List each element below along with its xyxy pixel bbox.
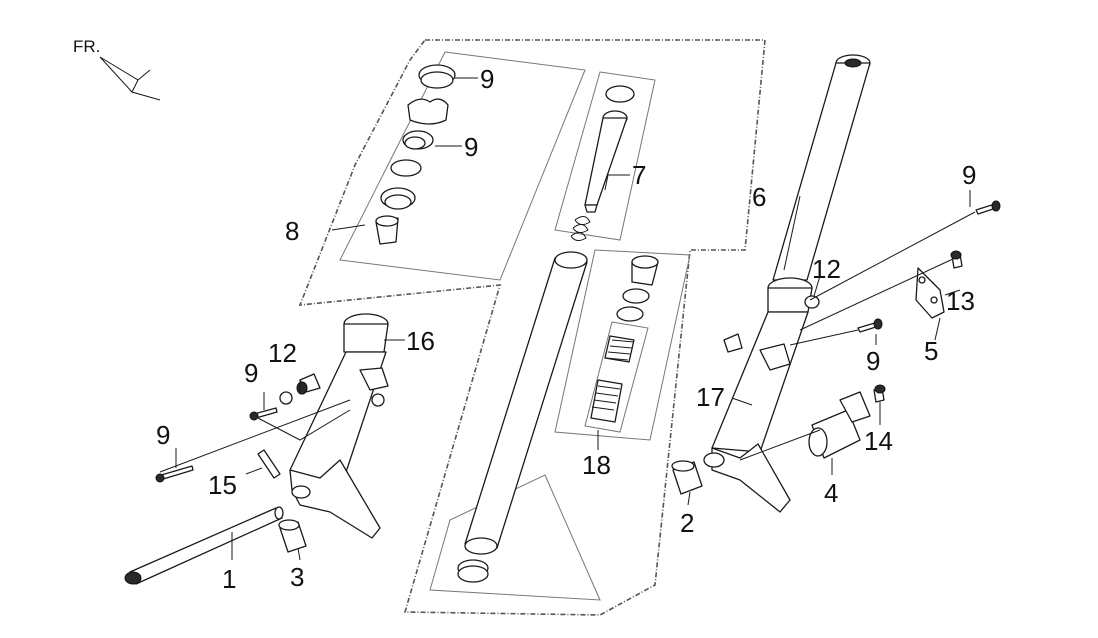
callout-6: 6 bbox=[752, 182, 766, 212]
callout-16: 16 bbox=[406, 326, 435, 356]
callout-15: 15 bbox=[208, 470, 237, 500]
speedometer-drive bbox=[808, 391, 871, 459]
callout-11: 9 bbox=[480, 64, 494, 94]
callout-18: 18 bbox=[582, 450, 611, 480]
spring-kit bbox=[590, 255, 659, 423]
right-bolts bbox=[804, 200, 1001, 403]
left-bolts bbox=[155, 381, 308, 483]
callout-5: 5 bbox=[924, 336, 938, 366]
inner-assembly-outline bbox=[298, 39, 766, 616]
brake-hose-bracket bbox=[915, 267, 945, 319]
leader-lines bbox=[159, 77, 976, 561]
front-axle bbox=[124, 506, 284, 585]
callout-12-right: 12 bbox=[812, 254, 841, 284]
front-direction-label: FR. bbox=[73, 37, 100, 56]
callout-9-right-upper: 9 bbox=[962, 160, 976, 190]
left-spacer bbox=[278, 519, 307, 553]
callout-10: 9 bbox=[464, 132, 478, 162]
callout-9-right-lower: 9 bbox=[866, 346, 880, 376]
callout-9-left-upper: 9 bbox=[244, 358, 258, 388]
callout-3: 3 bbox=[290, 562, 304, 592]
callout-12-left: 12 bbox=[268, 338, 297, 368]
damper-rod bbox=[570, 85, 635, 242]
damper-rod-box bbox=[554, 71, 656, 241]
seal-kit-parts bbox=[375, 64, 456, 245]
callout-9-left-lower: 9 bbox=[156, 420, 170, 450]
right-spacer bbox=[671, 460, 703, 495]
callout-13: 13 bbox=[946, 286, 975, 316]
callout-17: 17 bbox=[696, 382, 725, 412]
right-fork-tube bbox=[767, 54, 871, 313]
callout-4: 4 bbox=[824, 478, 838, 508]
front-direction-arrow bbox=[99, 56, 161, 101]
callout-8: 8 bbox=[285, 216, 299, 246]
callout-14: 14 bbox=[864, 426, 893, 456]
callout-7: 7 bbox=[632, 160, 646, 190]
seal-kit-box bbox=[339, 51, 586, 281]
callout-2: 2 bbox=[680, 508, 694, 538]
spring-kit-box bbox=[554, 249, 691, 441]
right-fork-leg bbox=[703, 311, 809, 513]
left-fork-leg bbox=[289, 313, 389, 539]
inner-tube-box bbox=[429, 474, 601, 601]
spring-inner-box bbox=[584, 321, 649, 433]
inner-tube bbox=[457, 251, 588, 583]
callout-1: 1 bbox=[222, 564, 236, 594]
